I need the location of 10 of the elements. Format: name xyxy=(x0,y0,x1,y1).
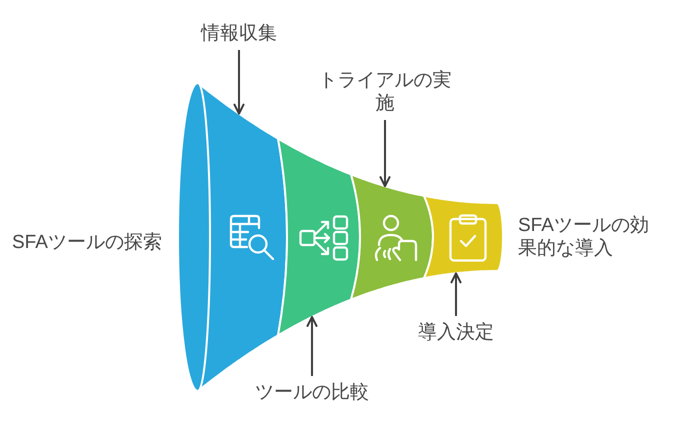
funnel-label: SFAツールの探索 xyxy=(12,231,162,254)
step-label: 導入決定 xyxy=(418,321,494,344)
step-label: トライアルの実施 xyxy=(318,69,452,115)
arrow xyxy=(380,120,390,188)
step-label: 情報収集 xyxy=(201,22,277,45)
arrow xyxy=(234,50,244,115)
funnel-label: SFAツールの効果的な導入 xyxy=(518,214,650,260)
arrow xyxy=(450,272,462,316)
step-label: ツールの比較 xyxy=(255,381,369,404)
arrow xyxy=(306,316,318,376)
